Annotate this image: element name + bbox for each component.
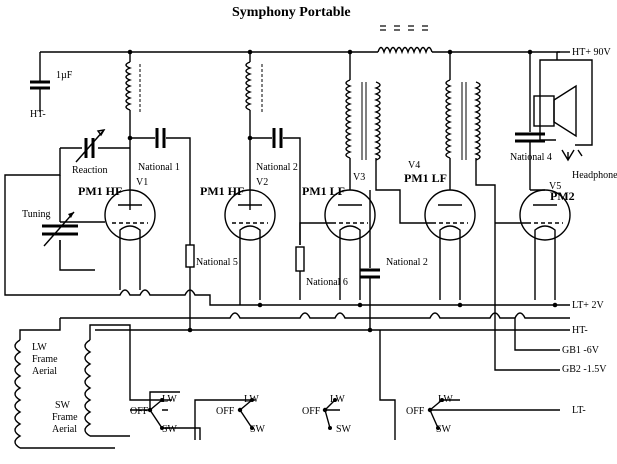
switch1-off: OFF (130, 406, 149, 417)
ht-plus-label: HT+ 90V (572, 47, 611, 58)
lt-plus-label: LT+ 2V (572, 300, 604, 311)
national6-label: National 6 (306, 277, 348, 288)
sw-aerial-line1: SW (55, 400, 71, 411)
valve-v2-type: PM1 HF (200, 184, 244, 198)
cap-1uf-label: 1µF (56, 70, 73, 81)
ht-minus-left-label: HT- (30, 109, 46, 120)
valve-v4 (424, 189, 476, 241)
valve-v3-type: PM1 LF (302, 184, 345, 198)
switch3-lw: LW (330, 394, 345, 405)
speaker-magnet (533, 95, 555, 127)
valve-v2-ref: V2 (256, 177, 268, 188)
switch4-off: OFF (406, 406, 425, 417)
headphones-label: Headphones (572, 170, 617, 181)
valve-v5-type: PM2 (550, 189, 575, 203)
switch3-off: OFF (302, 406, 321, 417)
valve-v4-type: PM1 LF (404, 171, 447, 185)
switch1-sw: SW (162, 424, 178, 435)
valve-v1-type: PM1 HF (78, 184, 122, 198)
valve-v5-ref: V5 (549, 181, 561, 192)
lw-frame-aerial (14, 318, 115, 449)
filament-wiring (119, 240, 556, 300)
sw-aerial-line3: Aerial (52, 424, 77, 435)
lw-aerial-line2: Frame (32, 354, 58, 365)
diagram-title: Symphony Portable (232, 5, 351, 20)
lt-minus-label: LT- (572, 405, 586, 416)
sw-frame-aerial (84, 324, 160, 437)
reaction-label: Reaction (72, 165, 108, 176)
headphones-icon (561, 149, 583, 162)
valve-v2 (224, 189, 276, 241)
ht-choke (377, 46, 433, 55)
switch2-off: OFF (216, 406, 235, 417)
wave-switch-4[interactable] (427, 398, 560, 430)
national1-label: National 1 (138, 162, 180, 173)
switch2-sw: SW (250, 424, 266, 435)
valve-v3-ref: V3 (353, 172, 365, 183)
speaker-cone (553, 84, 577, 138)
switch1-lw: LW (162, 394, 177, 405)
switch3-sw: SW (336, 424, 352, 435)
valve-v3 (324, 189, 376, 241)
switch4-lw: LW (438, 394, 453, 405)
ht-minus-label: HT- (572, 325, 588, 336)
valve-v4-ref: V4 (408, 160, 420, 171)
national5-label: National 5 (196, 257, 238, 268)
national4-label: National 4 (510, 152, 552, 163)
wave-switch-2[interactable] (194, 398, 255, 440)
lw-aerial-line3: Aerial (32, 366, 57, 377)
valve-v1-ref: V1 (136, 177, 148, 188)
tuning-label: Tuning (22, 209, 51, 220)
national2-top-label: National 2 (256, 162, 298, 173)
gb2-label: GB2 -1.5V (562, 364, 607, 375)
sw-aerial-line2: Frame (52, 412, 78, 423)
valve-v1 (104, 189, 156, 241)
gb1-label: GB1 -6V (562, 345, 600, 356)
switch4-sw: SW (436, 424, 452, 435)
switch2-lw: LW (244, 394, 259, 405)
lw-aerial-line1: LW (32, 342, 47, 353)
national2-mid-label: National 2 (386, 257, 428, 268)
